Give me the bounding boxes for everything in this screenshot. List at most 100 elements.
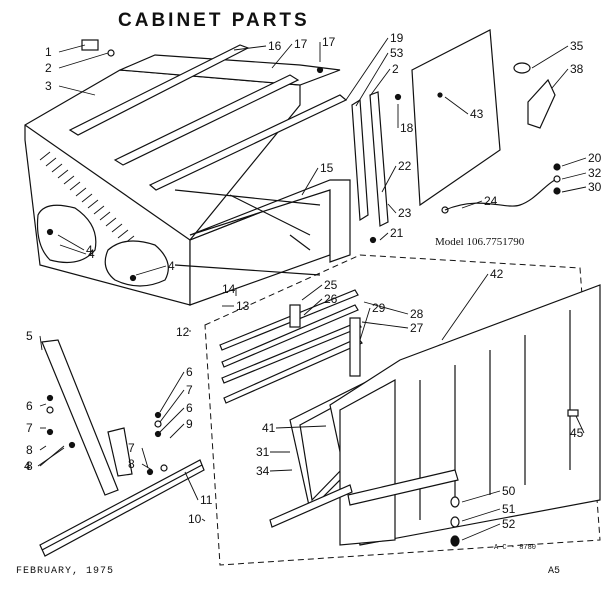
- callout-label: 10: [188, 512, 202, 526]
- callout-leader: [531, 45, 569, 69]
- callout-leader: [359, 307, 371, 341]
- callout-leader: [58, 85, 96, 96]
- callout-leader: [561, 157, 587, 167]
- kit-boundary: [204, 254, 601, 566]
- callout-leader: [575, 415, 585, 434]
- callout-label: 4: [168, 259, 175, 273]
- callout-leader: [58, 52, 109, 69]
- callout-label: 9: [186, 417, 193, 431]
- callout-label: 43: [470, 107, 484, 121]
- callout-leader: [159, 407, 185, 433]
- callout-label: 31: [256, 445, 270, 459]
- date-label: FEBRUARY, 1975: [16, 566, 115, 577]
- callout-leader: [159, 389, 185, 423]
- callout-leader: [39, 445, 47, 451]
- callout-label: 28: [410, 307, 424, 321]
- callout-label: 3: [45, 79, 52, 93]
- callout-label: 1: [45, 45, 52, 59]
- callout-leader: [301, 284, 323, 301]
- callout-label: 8: [26, 459, 33, 473]
- page-title: CABINET PARTS: [118, 10, 310, 31]
- callout-leader: [461, 490, 501, 503]
- callout-label: 17: [322, 35, 336, 49]
- callout-label: 26: [324, 292, 338, 306]
- callout-leader: [269, 469, 293, 472]
- callout-leader: [361, 321, 409, 329]
- callout-leader: [59, 244, 87, 255]
- callout-leader: [355, 52, 389, 107]
- callout-label: 29: [372, 301, 386, 315]
- callout-leader: [233, 45, 267, 51]
- ground-wire: [441, 163, 561, 214]
- callout-label: 35: [570, 39, 584, 53]
- callout-leader: [39, 403, 47, 407]
- drawing-code: A C - 8780: [494, 544, 537, 552]
- callout-label: 27: [410, 321, 424, 335]
- callout-leader: [271, 43, 293, 69]
- callout-label: 51: [502, 502, 516, 516]
- callout-leader: [461, 200, 483, 209]
- callout-leader: [381, 165, 397, 193]
- callout-leader: [363, 301, 409, 315]
- callout-label: 17: [294, 37, 308, 51]
- callout-label: 41: [262, 421, 276, 435]
- callout-label: 18: [400, 121, 414, 135]
- callout-label: 12: [176, 325, 190, 339]
- page-label: A5: [548, 566, 561, 577]
- callout-leader: [444, 96, 469, 115]
- callout-label: 8: [128, 457, 135, 471]
- callout-label: 4: [88, 247, 95, 261]
- callout-label: 53: [390, 46, 404, 60]
- callout-label: 19: [390, 31, 404, 45]
- callout-label: 7: [128, 441, 135, 455]
- callout-label: 4: [86, 243, 93, 257]
- callout-leader: [39, 335, 43, 351]
- callout-leader: [369, 68, 391, 97]
- vertical-seal-strips: [351, 91, 389, 227]
- callout-label: 34: [256, 464, 270, 478]
- callout-label: 5: [26, 329, 33, 343]
- callout-label: 13: [236, 299, 250, 313]
- callout-leader: [461, 508, 501, 522]
- callout-leader: [275, 425, 327, 429]
- callout-leader: [135, 265, 167, 276]
- callout-label: 4: [24, 459, 31, 473]
- callout-leader: [441, 273, 489, 341]
- callout-leader: [379, 232, 389, 241]
- callout-label: 22: [398, 159, 412, 173]
- callout-label: 6: [186, 365, 193, 379]
- callout-leader: [184, 471, 199, 501]
- callout-leader: [58, 44, 86, 53]
- callout-label: 6: [26, 399, 33, 413]
- callout-label: 2: [392, 62, 399, 76]
- callout-label: 25: [324, 278, 338, 292]
- callout-label: 30: [588, 180, 602, 194]
- callout-leader: [169, 423, 185, 439]
- callout-leader: [57, 234, 85, 251]
- callout-label: 38: [570, 62, 584, 76]
- callout-leader: [301, 167, 319, 196]
- support-brackets: [39, 339, 205, 557]
- callout-label: 52: [502, 517, 516, 531]
- callout-leader: [141, 447, 149, 469]
- clip-parts: [513, 62, 556, 129]
- model-number: Model 106.7751790: [435, 236, 525, 248]
- callout-leader: [141, 463, 153, 471]
- callout-label: 6: [186, 401, 193, 415]
- callout-label: 14: [222, 282, 236, 296]
- callout-leader: [345, 37, 389, 101]
- callout-label: 24: [484, 194, 498, 208]
- callout-label: 16: [268, 39, 282, 53]
- callout-leader: [303, 298, 323, 316]
- callout-label: 7: [186, 383, 193, 397]
- callout-leader: [461, 523, 501, 541]
- callout-leader: [387, 203, 397, 214]
- callout-label: 32: [588, 166, 602, 180]
- callout-label: 7: [26, 421, 33, 435]
- cabinet-panel: [411, 29, 501, 207]
- window-kit: [219, 284, 601, 547]
- cabinet-shell: [24, 44, 351, 306]
- callout-label: 2: [45, 61, 52, 75]
